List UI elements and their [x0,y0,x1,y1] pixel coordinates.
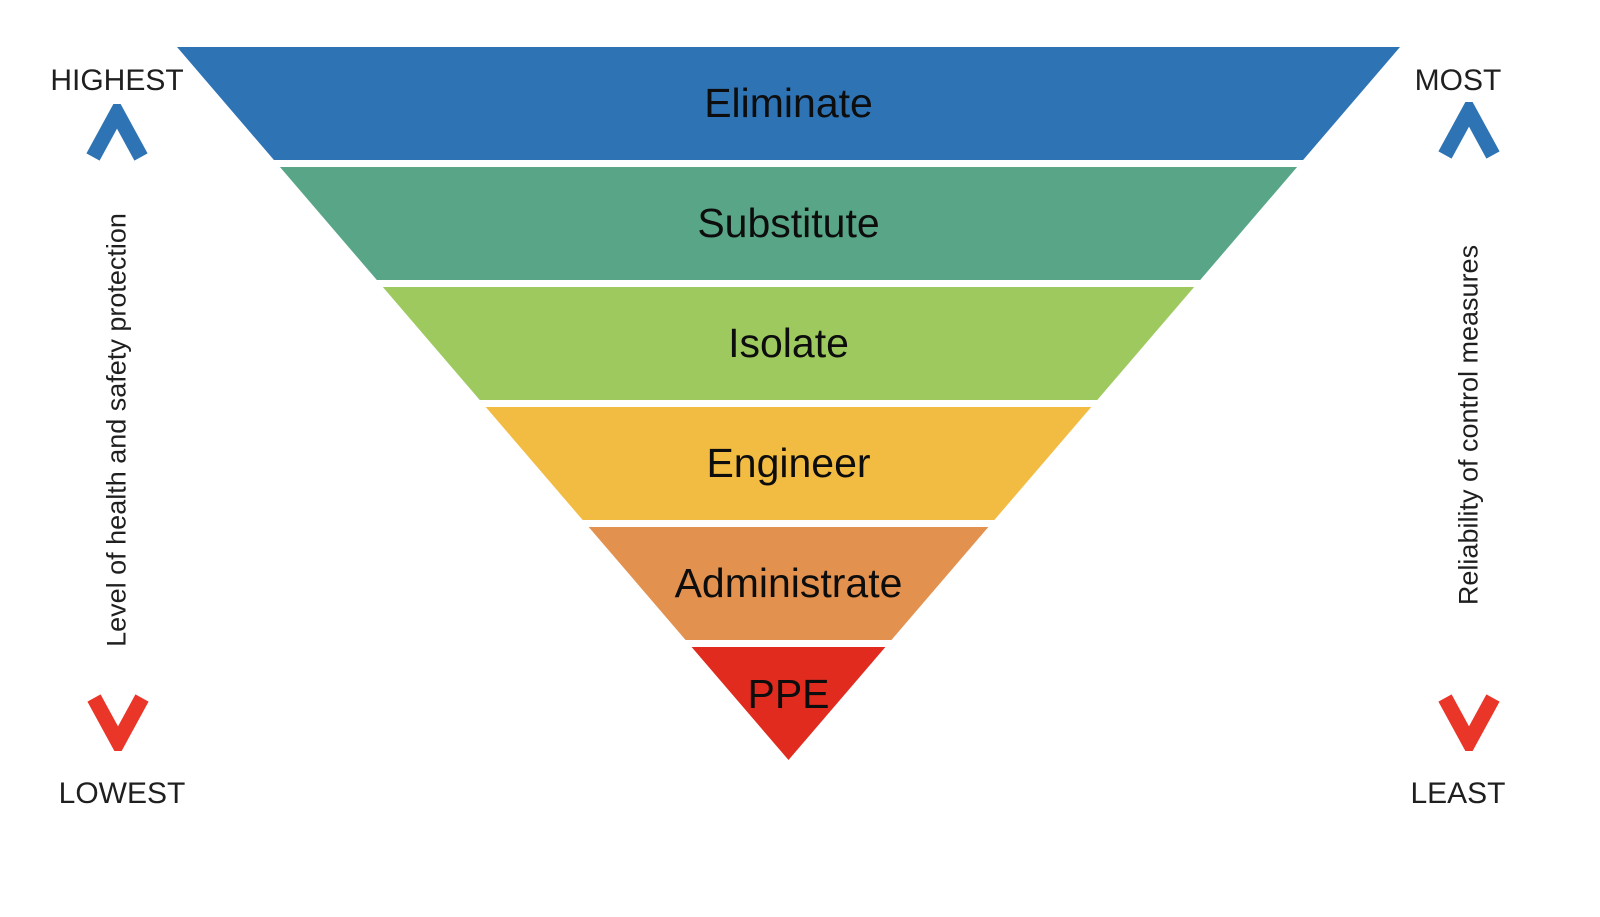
funnel-level-engineer: Engineer [177,407,1400,520]
funnel-level-isolate: Isolate [177,287,1400,400]
funnel-level-label: PPE [747,671,830,717]
funnel-level-administrate: Administrate [177,527,1400,640]
right-axis-bottom-label: LEAST [1410,777,1506,810]
funnel-level-label: Administrate [674,560,903,606]
funnel-level-label: Isolate [728,320,849,366]
chevron-down-icon [1437,693,1501,751]
funnel-level-label: Eliminate [704,80,873,126]
left-axis-title: Level of health and safety protection [101,213,132,647]
funnel-level-eliminate: Eliminate [177,47,1400,160]
funnel-level-substitute: Substitute [177,167,1400,280]
left-axis-top-label: HIGHEST [50,64,184,97]
chevron-down-icon [86,693,150,751]
chevron-up-icon [1437,102,1501,160]
right-axis-title: Reliability of control measures [1453,244,1484,606]
chevron-up-icon [85,104,149,162]
funnel-level-label: Engineer [706,440,871,486]
right-axis-top-label: MOST [1414,64,1502,97]
funnel-level-label: Substitute [697,200,880,246]
left-axis-bottom-label: LOWEST [58,777,186,810]
funnel-level-ppe: PPE [177,647,1400,760]
funnel: Eliminate Substitute Isolate Engineer Ad… [177,47,1400,760]
